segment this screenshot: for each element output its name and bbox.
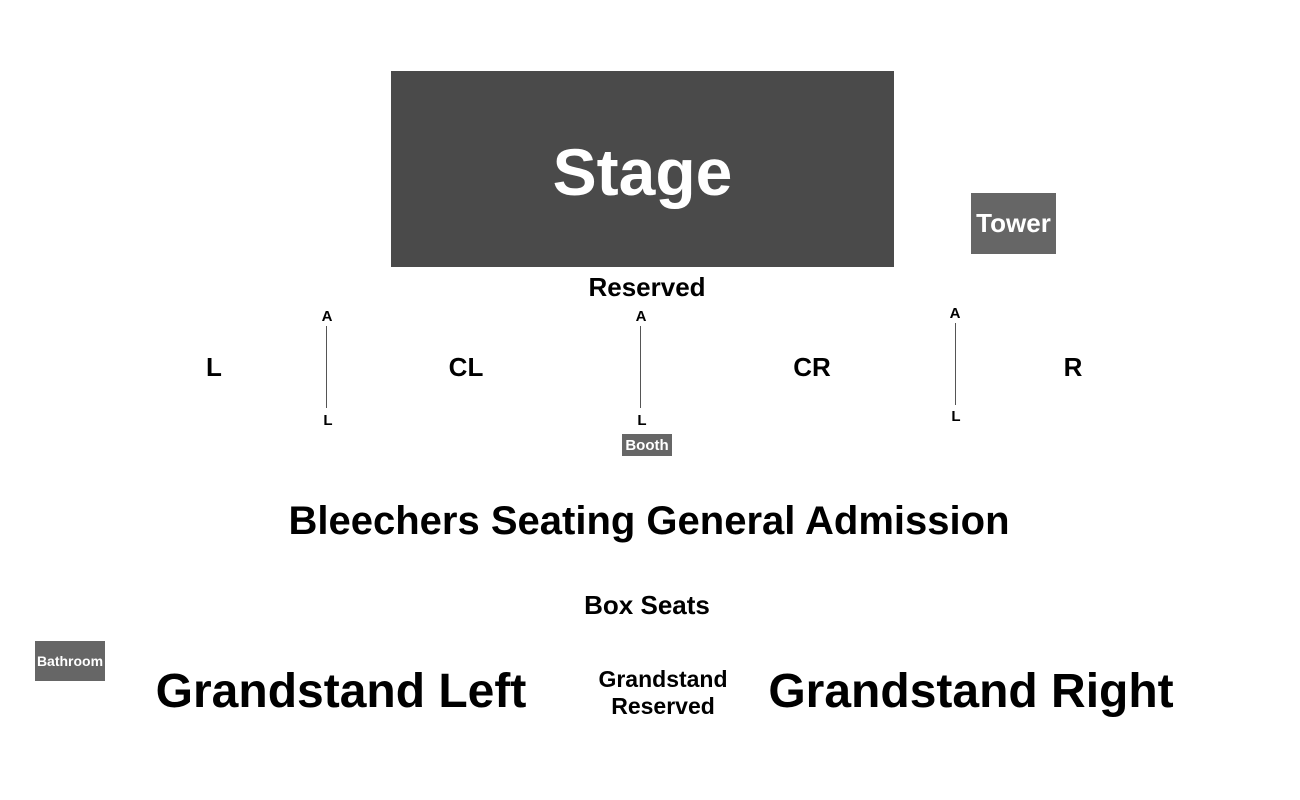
- section-right[interactable]: R: [1063, 352, 1083, 382]
- grandstand-reserved-section[interactable]: Grandstand Reserved: [598, 666, 727, 720]
- bathroom[interactable]: Bathroom: [35, 641, 105, 681]
- section-left[interactable]: L: [206, 352, 222, 382]
- bathroom-label: Bathroom: [36, 653, 104, 669]
- section-center-left[interactable]: CL: [448, 352, 484, 382]
- tower-label: Tower: [976, 208, 1051, 238]
- box-seats-section-label[interactable]: Box Seats: [584, 590, 710, 620]
- grandstand-reserved-line-1: Grandstand: [598, 666, 728, 692]
- booth[interactable]: Booth: [622, 434, 672, 456]
- bleechers-section-label[interactable]: Bleechers Seating General Admission: [288, 499, 1010, 543]
- reserved-section-label[interactable]: Reserved: [588, 272, 706, 302]
- aisle-3-line: [955, 323, 956, 405]
- aisle-2-top-label: A: [635, 308, 647, 325]
- section-center-right[interactable]: CR: [793, 352, 831, 382]
- grandstand-right-section-label[interactable]: Grandstand Right: [768, 665, 1174, 718]
- aisle-2-bottom-label: L: [637, 412, 647, 429]
- aisle-2-line: [640, 326, 641, 408]
- tower[interactable]: Tower: [971, 193, 1056, 254]
- aisle-3-bottom-label: L: [951, 408, 961, 425]
- booth-label: Booth: [625, 436, 669, 454]
- aisle-1-line: [326, 326, 327, 408]
- aisle-1-top-label: A: [321, 308, 333, 325]
- stage-label: Stage: [552, 135, 733, 209]
- aisle-3-top-label: A: [949, 305, 961, 322]
- stage[interactable]: Stage: [391, 71, 894, 267]
- grandstand-left-section-label[interactable]: Grandstand Left: [155, 665, 527, 718]
- aisle-1-bottom-label: L: [323, 412, 333, 429]
- grandstand-reserved-line-2: Reserved: [611, 693, 715, 719]
